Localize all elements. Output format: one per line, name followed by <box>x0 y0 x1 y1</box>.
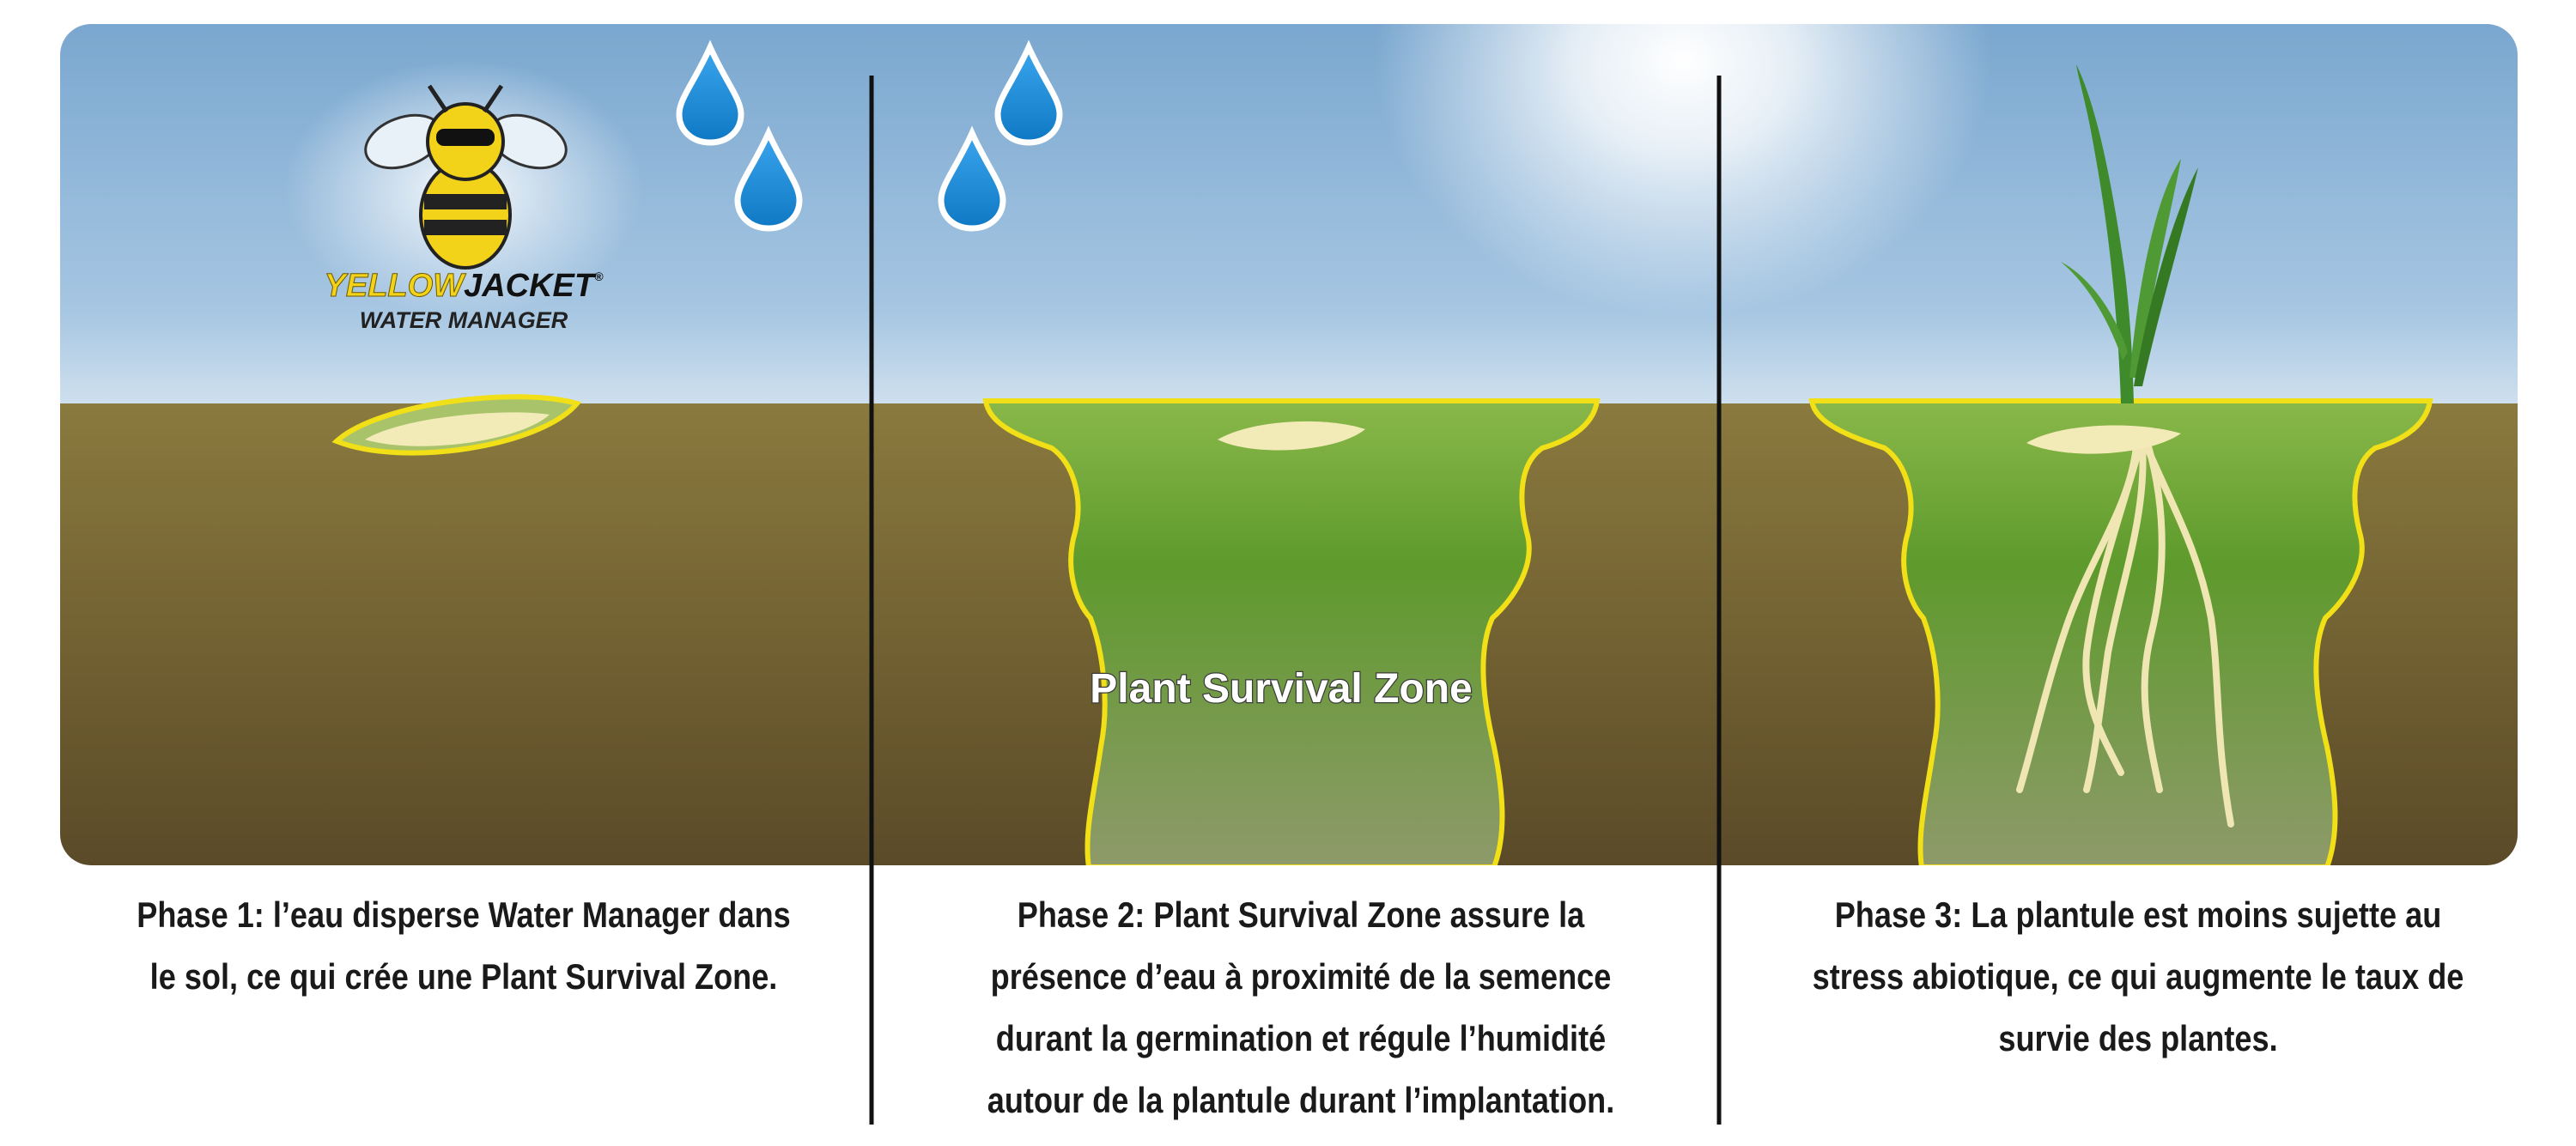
survival-zone-phase2 <box>982 398 1601 865</box>
water-drop-icon <box>734 125 803 232</box>
phase-3-caption: Phase 3: La plantule est moins sujette a… <box>1812 894 2464 1058</box>
survival-zone-phase3 <box>1808 398 2433 865</box>
phase-1-caption: Phase 1: l’eau disperse Water Manager da… <box>137 894 791 997</box>
water-drops <box>676 39 1063 232</box>
yellowjacket-logo: YELLOWJACKET® WATER MANAGER <box>283 60 644 333</box>
water-drop-icon <box>994 39 1063 146</box>
roots <box>2016 443 2234 828</box>
logo-trademark: ® <box>594 270 604 283</box>
seed-phase3 <box>2026 425 2181 454</box>
bee-mascot-icon <box>364 84 568 270</box>
logo-brand-black: JACKET <box>464 268 597 304</box>
sun-glow <box>1374 24 1992 318</box>
seed-phase1 <box>365 412 550 446</box>
seed-phase2 <box>1218 421 1365 451</box>
logo-brand: YELLOWJACKET® <box>325 268 605 304</box>
water-drop-icon <box>676 39 744 146</box>
water-drop-icon <box>938 125 1006 232</box>
logo-brand-yellow: YELLOW <box>325 268 467 304</box>
landscape-panel <box>60 24 2518 865</box>
logo-product: WATER MANAGER <box>360 307 568 333</box>
phase-2-caption: Phase 2: Plant Survival Zone assure la p… <box>987 894 1615 1120</box>
seedling <box>2061 64 2198 403</box>
zone-label: Plant Survival Zone <box>1090 666 1472 712</box>
